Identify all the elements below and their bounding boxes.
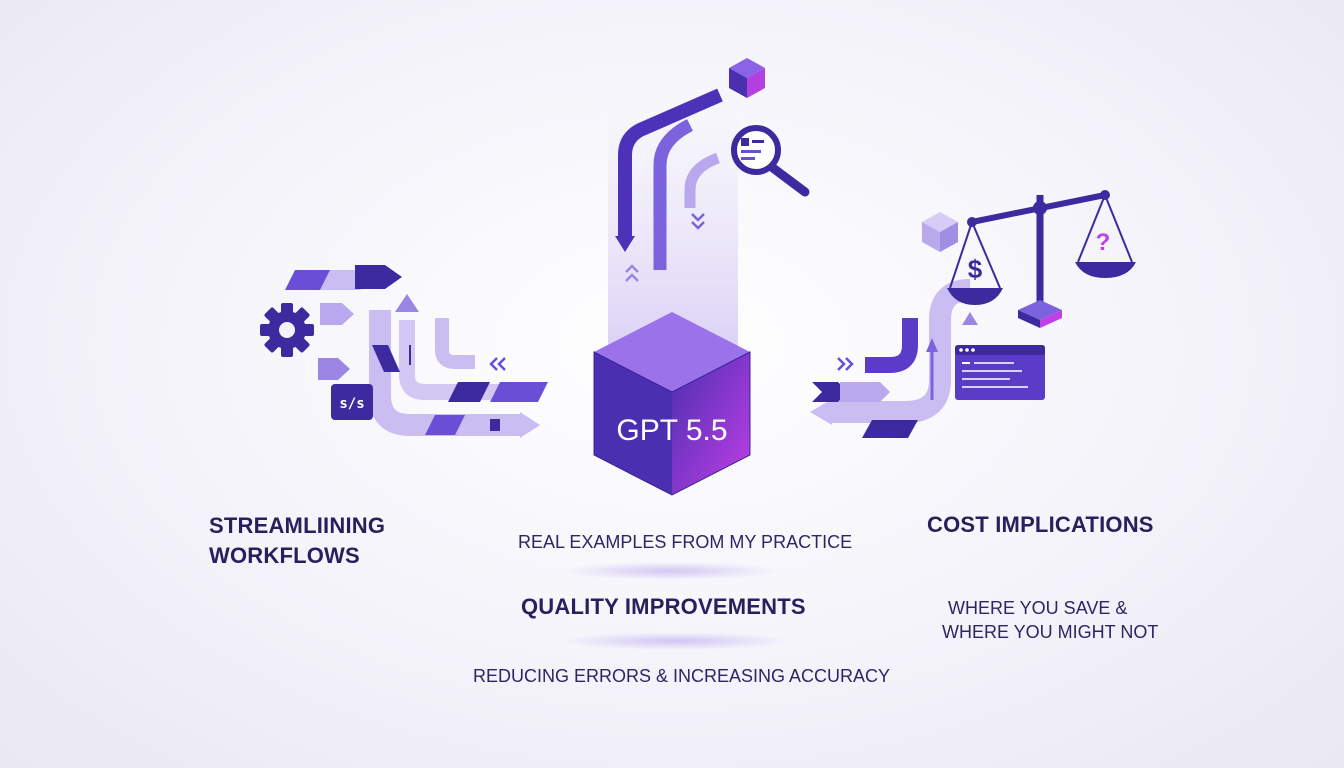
right-desc-line2: WHERE YOU MIGHT NOT bbox=[942, 622, 1159, 642]
glow-2 bbox=[560, 632, 790, 650]
left-title-line1: STREAMLIINING bbox=[209, 513, 386, 538]
top-flow-arrows bbox=[615, 88, 723, 282]
right-desc-line1: WHERE YOU SAVE & bbox=[948, 598, 1128, 618]
code-window-icon bbox=[955, 345, 1045, 400]
right-flow-arrows bbox=[810, 279, 978, 438]
code-badge bbox=[331, 384, 373, 420]
middle-title: QUALITY IMPROVEMENTS bbox=[521, 594, 806, 619]
magnifier-icon bbox=[731, 125, 810, 197]
gpt-cube bbox=[593, 312, 751, 496]
middle-description: REDUCING ERRORS & INCREASING ACCURACY bbox=[473, 666, 891, 686]
glow-1 bbox=[560, 562, 780, 580]
right-title: COST IMPLICATIONS bbox=[927, 512, 1154, 537]
left-title: STREAMLIINING WORKFLOWS bbox=[209, 511, 385, 571]
middle-subtitle: REAL EXAMPLES FROM MY PRACTICE bbox=[518, 532, 853, 552]
scale-question-symbol: ? bbox=[1096, 229, 1111, 256]
scale-icon bbox=[947, 190, 1136, 328]
scale-dollar-symbol: $ bbox=[968, 254, 983, 284]
small-cube-right bbox=[922, 212, 958, 252]
left-title-line2: WORKFLOWS bbox=[209, 543, 360, 568]
gear-icon bbox=[260, 303, 314, 357]
cube-label: GPT 5.5 bbox=[616, 414, 727, 447]
code-badge-text: s/s bbox=[339, 396, 364, 412]
left-workflow-arrows bbox=[285, 265, 548, 438]
small-cube-top bbox=[729, 58, 765, 98]
